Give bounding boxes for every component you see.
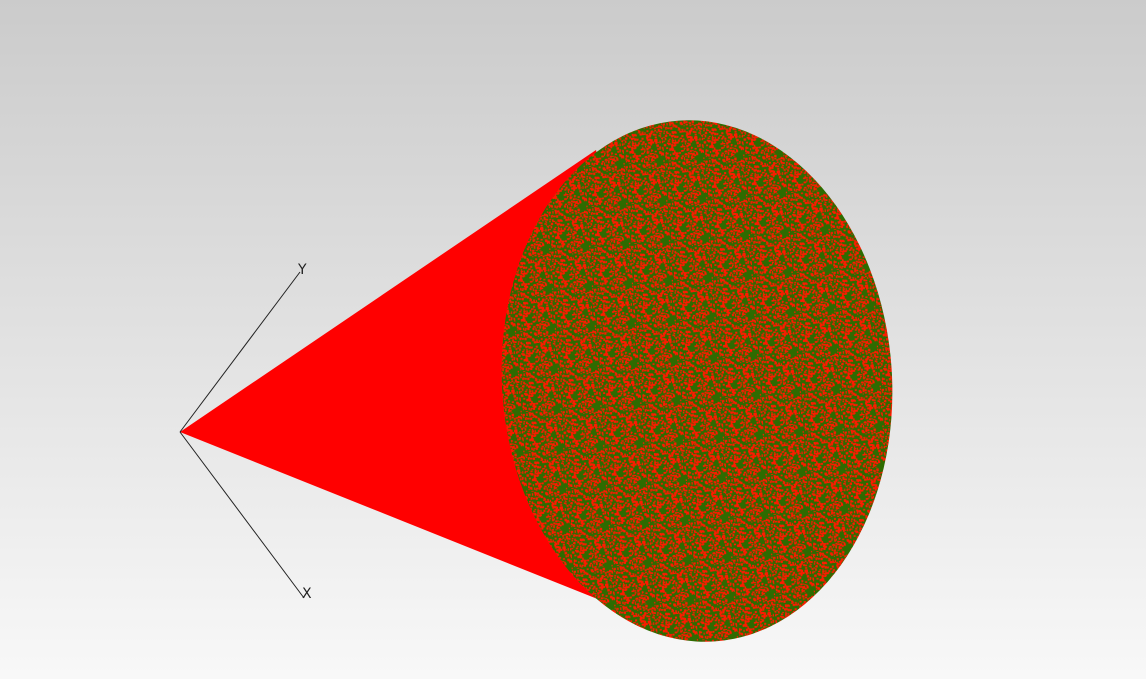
cone-base-surface: [501, 120, 893, 642]
axis-triad: Y X: [179, 262, 312, 602]
x-axis-label: X: [302, 586, 312, 602]
x-axis-line: [179, 431, 305, 599]
y-axis-label: Y: [297, 262, 307, 278]
y-axis-line: [179, 271, 301, 433]
